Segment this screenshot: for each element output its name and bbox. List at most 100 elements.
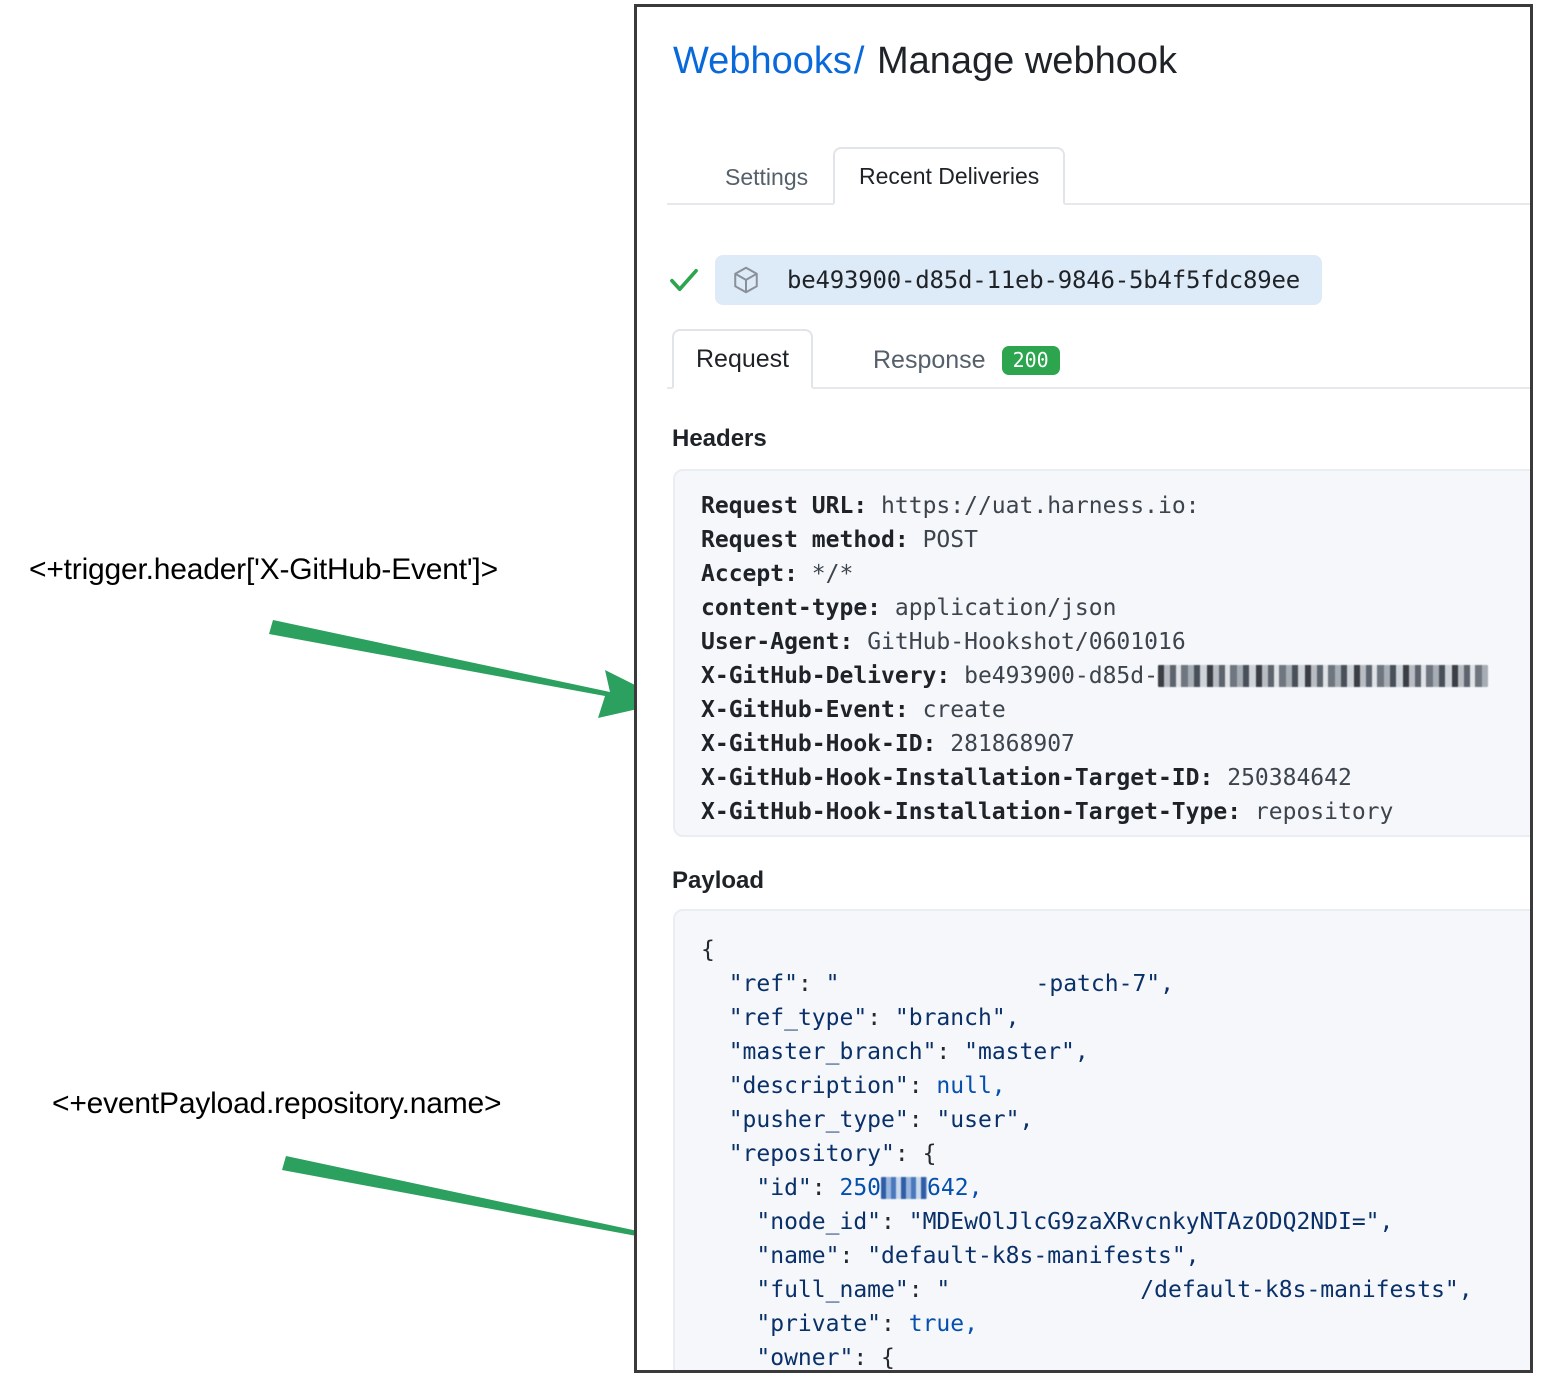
tab-recent-deliveries-label: Recent Deliveries bbox=[859, 162, 1040, 189]
header-key: User-Agent: bbox=[701, 629, 854, 655]
header-key: Request URL: bbox=[701, 493, 868, 519]
annotation-label-event-payload: <+eventPayload.repository.name> bbox=[52, 1087, 502, 1120]
payload-value: "user", bbox=[936, 1107, 1034, 1133]
payload-sep: : bbox=[797, 971, 826, 997]
header-line: Request URL: https://uat.harness.io: bbox=[701, 489, 1530, 523]
header-key: X-GitHub-Delivery: bbox=[701, 663, 951, 689]
main-tab-bar: Settings Recent Deliveries bbox=[667, 125, 1530, 205]
payload-value: { bbox=[922, 1141, 937, 1167]
payload-sep: : bbox=[811, 1175, 840, 1201]
payload-value: "MDEwOlJlcG9zaXRvcnkyNTAzODQ2NDI=", bbox=[908, 1209, 1394, 1235]
payload-line: { bbox=[701, 933, 1530, 967]
payload-section-heading: Payload bbox=[672, 867, 765, 894]
payload-value: " bbox=[825, 971, 840, 997]
payload-line: "pusher_type": "user", bbox=[701, 1103, 1530, 1137]
redacted-delivery-id bbox=[1157, 665, 1488, 687]
header-line: X-GitHub-Hook-Installation-Target-Type: … bbox=[701, 795, 1530, 829]
payload-key: "full_name" bbox=[756, 1277, 909, 1303]
payload-sep: : bbox=[881, 1209, 909, 1235]
header-key: content-type: bbox=[701, 595, 882, 621]
payload-key: "node_id" bbox=[756, 1209, 882, 1235]
status-badge: 200 bbox=[1001, 345, 1060, 375]
webhook-panel-content: Webhooks/ Manage webhook Settings Recent… bbox=[637, 7, 1530, 1370]
delivery-id-text: be493900-d85d-11eb-9846-5b4f5fdc89ee bbox=[787, 266, 1300, 294]
header-line: User-Agent: GitHub-Hookshot/0601016 bbox=[701, 625, 1530, 659]
header-key: X-GitHub-Event: bbox=[701, 697, 909, 723]
payload-line: "description": null, bbox=[701, 1069, 1530, 1103]
tab-request[interactable]: Request bbox=[672, 329, 814, 389]
payload-line: "ref": " -patch-7", bbox=[701, 967, 1530, 1001]
header-value: https://uat.harness.io: bbox=[881, 493, 1200, 519]
payload-key: "ref_type" bbox=[728, 1005, 868, 1031]
breadcrumb-current-page: Manage webhook bbox=[876, 40, 1177, 82]
header-value: */* bbox=[811, 561, 854, 587]
header-line: X-GitHub-Event: create bbox=[701, 693, 1530, 727]
annotation-label-trigger-header: <+trigger.header['X-GitHub-Event']> bbox=[29, 553, 498, 586]
header-line: content-type: application/json bbox=[701, 591, 1530, 625]
payload-key: "master_branch" bbox=[728, 1039, 937, 1065]
payload-line: "full_name": " /default-k8s-manifests", bbox=[701, 1273, 1530, 1307]
payload-sep: : bbox=[908, 1277, 937, 1303]
header-key: Accept: bbox=[701, 561, 798, 587]
payload-line: "repository": { bbox=[701, 1137, 1530, 1171]
payload-value: null, bbox=[936, 1073, 1006, 1099]
payload-value-tail: -patch-7", bbox=[1035, 971, 1174, 997]
payload-key: "id" bbox=[756, 1175, 812, 1201]
tab-request-label: Request bbox=[696, 344, 790, 373]
tab-response[interactable]: Response 200 bbox=[849, 329, 1084, 389]
payload-line: "name": "default-k8s-manifests", bbox=[701, 1239, 1530, 1273]
tab-response-label: Response bbox=[873, 345, 986, 374]
webhook-panel: Webhooks/ Manage webhook Settings Recent… bbox=[634, 4, 1533, 1373]
payload-key: "private" bbox=[756, 1311, 882, 1337]
breadcrumb-separator: / bbox=[853, 40, 865, 82]
header-line: X-GitHub-Delivery: be493900-d85d- bbox=[701, 659, 1530, 693]
header-key: X-GitHub-Hook-Installation-Target-ID: bbox=[701, 765, 1214, 791]
request-response-tab-bar: Request Response 200 bbox=[667, 329, 1530, 389]
tab-settings[interactable]: Settings bbox=[699, 147, 834, 205]
header-value: create bbox=[922, 697, 1006, 723]
check-icon bbox=[670, 268, 698, 292]
tab-settings-label: Settings bbox=[725, 163, 809, 190]
breadcrumb-link-webhooks[interactable]: Webhooks bbox=[673, 40, 852, 82]
payload-key: "description" bbox=[728, 1073, 909, 1099]
payload-sep: : bbox=[936, 1039, 965, 1065]
payload-key: "ref" bbox=[728, 971, 798, 997]
breadcrumb: Webhooks/ Manage webhook bbox=[673, 42, 1177, 80]
headers-code-box: Request URL: https://uat.harness.io: Req… bbox=[673, 469, 1530, 837]
header-line: Accept: */* bbox=[701, 557, 1530, 591]
payload-key: "name" bbox=[756, 1243, 840, 1269]
payload-sep: : bbox=[894, 1141, 923, 1167]
header-value: POST bbox=[922, 527, 978, 553]
header-key: X-GitHub-Hook-Installation-Target-Type: bbox=[701, 799, 1242, 825]
header-line: X-GitHub-Hook-ID: 281868907 bbox=[701, 727, 1530, 761]
payload-text: { bbox=[701, 937, 715, 963]
payload-value: "branch", bbox=[894, 1005, 1020, 1031]
payload-line: "owner": { bbox=[701, 1341, 1530, 1370]
payload-value: 250 bbox=[839, 1175, 882, 1201]
payload-line: "node_id": "MDEwOlJlcG9zaXRvcnkyNTAzODQ2… bbox=[701, 1205, 1530, 1239]
payload-value-tail: /default-k8s-manifests", bbox=[1140, 1277, 1473, 1303]
payload-line: "ref_type": "branch", bbox=[701, 1001, 1530, 1035]
payload-value: "master", bbox=[964, 1039, 1089, 1065]
header-key: Request method: bbox=[701, 527, 909, 553]
payload-sep: : bbox=[867, 1005, 895, 1031]
payload-value: " bbox=[936, 1277, 951, 1303]
payload-value: true, bbox=[908, 1311, 978, 1337]
headers-section-heading: Headers bbox=[672, 425, 767, 452]
payload-key: "repository" bbox=[728, 1141, 895, 1167]
payload-sep: : bbox=[839, 1243, 868, 1269]
header-value: repository bbox=[1254, 799, 1394, 825]
payload-key: "owner" bbox=[756, 1345, 854, 1370]
delivery-row[interactable]: be493900-d85d-11eb-9846-5b4f5fdc89ee bbox=[667, 253, 1322, 307]
payload-sep: : bbox=[853, 1345, 882, 1370]
payload-sep: : bbox=[908, 1107, 937, 1133]
header-value: be493900-d85d- bbox=[964, 663, 1158, 689]
payload-sep: : bbox=[908, 1073, 937, 1099]
payload-line: "master_branch": "master", bbox=[701, 1035, 1530, 1069]
payload-value: { bbox=[881, 1345, 895, 1370]
tab-recent-deliveries[interactable]: Recent Deliveries bbox=[833, 147, 1066, 205]
delivery-id-chip[interactable]: be493900-d85d-11eb-9846-5b4f5fdc89ee bbox=[715, 255, 1322, 305]
package-icon bbox=[734, 266, 758, 294]
header-value: GitHub-Hookshot/0601016 bbox=[867, 629, 1186, 655]
header-line: X-GitHub-Hook-Installation-Target-ID: 25… bbox=[701, 761, 1530, 795]
